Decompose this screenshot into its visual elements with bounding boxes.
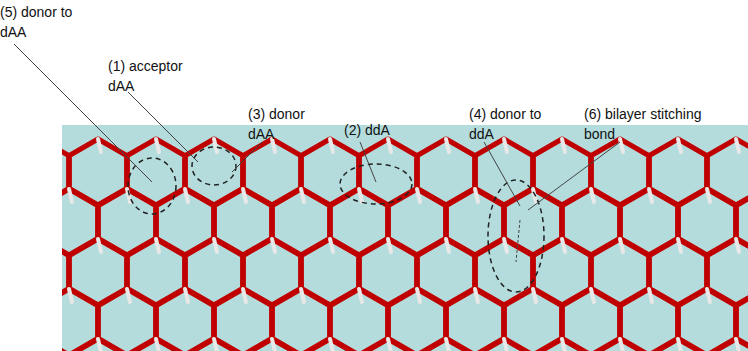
hydrogen-stub: [620, 139, 623, 152]
leader-line: [128, 92, 198, 162]
hydrogen-stub: [330, 139, 333, 152]
hydrogen-stub: [504, 339, 507, 351]
hydrogen-stub: [736, 239, 739, 252]
leader-lines: [14, 44, 620, 262]
hydrogen-stub: [98, 139, 101, 152]
hydrogen-stub: [69, 189, 72, 202]
hydrogen-stub: [156, 139, 159, 152]
hexagon-ring: [243, 339, 300, 351]
hydrogen-stub: [156, 239, 159, 252]
hexagon-ring: [359, 339, 416, 351]
hydrogen-stub: [359, 289, 362, 302]
hexagon-ring: [127, 339, 184, 351]
leader-line: [516, 220, 520, 262]
hexagon-ring: [62, 339, 69, 351]
callout-label: (2) ddA: [344, 120, 424, 140]
callout-label: (6) bilayer stitching bond: [584, 104, 734, 144]
hydrogen-stub: [127, 289, 130, 302]
hydrogen-stub: [69, 289, 72, 302]
hexagon-ring: [475, 339, 532, 351]
hydrogen-stub: [330, 239, 333, 252]
hydrogen-stub: [562, 139, 565, 152]
hydrogen-stub: [388, 239, 391, 252]
hydrogen-stub: [707, 289, 710, 302]
callout-label: (5) donor to dAA: [0, 2, 96, 42]
hydrogen-stub: [504, 139, 507, 152]
hydrogen-stub: [736, 339, 739, 351]
dashed-ellipse: [340, 164, 412, 204]
hexagon-ring: [301, 339, 358, 351]
callout-label: (4) donor to ddA: [469, 104, 547, 144]
hydrogen-stub: [214, 339, 217, 351]
hydrogen-stub: [330, 339, 333, 351]
highlight-ellipses: [128, 147, 544, 292]
hydrogen-stub: [678, 239, 681, 252]
leader-line: [232, 142, 262, 172]
hexagon-ring: [69, 339, 126, 351]
hydrogen-stub: [214, 139, 217, 152]
leader-line: [360, 142, 376, 182]
hydrogen-stub: [156, 339, 159, 351]
callout-label: (3) donor dAA: [248, 104, 320, 144]
dashed-ellipse: [128, 158, 176, 214]
leader-line: [528, 142, 620, 210]
hydrogen-stub: [185, 289, 188, 302]
hydrogen-stub: [649, 189, 652, 202]
hydrogen-stub: [620, 339, 623, 351]
dashed-ellipse: [488, 180, 544, 292]
surface-background: [62, 125, 748, 351]
hexagon-ring: [533, 339, 590, 351]
hexagonal-lattice: [62, 139, 748, 351]
hexagon-ring: [185, 339, 242, 351]
hydrogen-stub: [185, 189, 188, 202]
hydrogen-stub: [272, 339, 275, 351]
hydrogen-stub: [446, 339, 449, 351]
hydrogen-stub: [388, 139, 391, 152]
hydrogen-stub: [98, 239, 101, 252]
hexagon-ring: [649, 339, 706, 351]
hydrogen-stub: [736, 139, 739, 152]
hydrogen-stub: [214, 239, 217, 252]
hydrogen-stub: [272, 239, 275, 252]
hydrogen-stub: [243, 289, 246, 302]
hydrogen-stub: [417, 189, 420, 202]
hydrogen-stub: [301, 289, 304, 302]
hydrogen-stub: [533, 289, 536, 302]
hydrogen-stub: [388, 339, 391, 351]
hydrogen-stub: [417, 289, 420, 302]
hydrogen-stub: [504, 239, 507, 252]
hydrogen-stub: [98, 339, 101, 351]
hydrogen-stub: [359, 189, 362, 202]
hydrogen-stub: [620, 239, 623, 252]
hexagon-ring: [417, 339, 474, 351]
hydrogen-stub: [301, 189, 304, 202]
hydrogen-stub: [243, 189, 246, 202]
hydrogen-stub: [678, 139, 681, 152]
hydrogen-stub: [562, 239, 565, 252]
hexagon-ring: [591, 339, 648, 351]
leader-line: [484, 142, 520, 206]
hydrogen-stub: [591, 289, 594, 302]
hydrogen-stub: [475, 189, 478, 202]
hydrogen-stub: [649, 289, 652, 302]
hydrogen-stub: [446, 139, 449, 152]
hydrogen-stub: [446, 239, 449, 252]
hydrogen-stub: [562, 339, 565, 351]
hydrogen-stub: [707, 189, 710, 202]
callout-label: (1) acceptor dAA: [108, 56, 200, 96]
hydrogen-stub: [591, 189, 594, 202]
hydrogen-stub: [475, 289, 478, 302]
hexagon-ring: [707, 339, 748, 351]
hydrogen-stub: [678, 339, 681, 351]
dashed-ellipse: [192, 147, 236, 185]
